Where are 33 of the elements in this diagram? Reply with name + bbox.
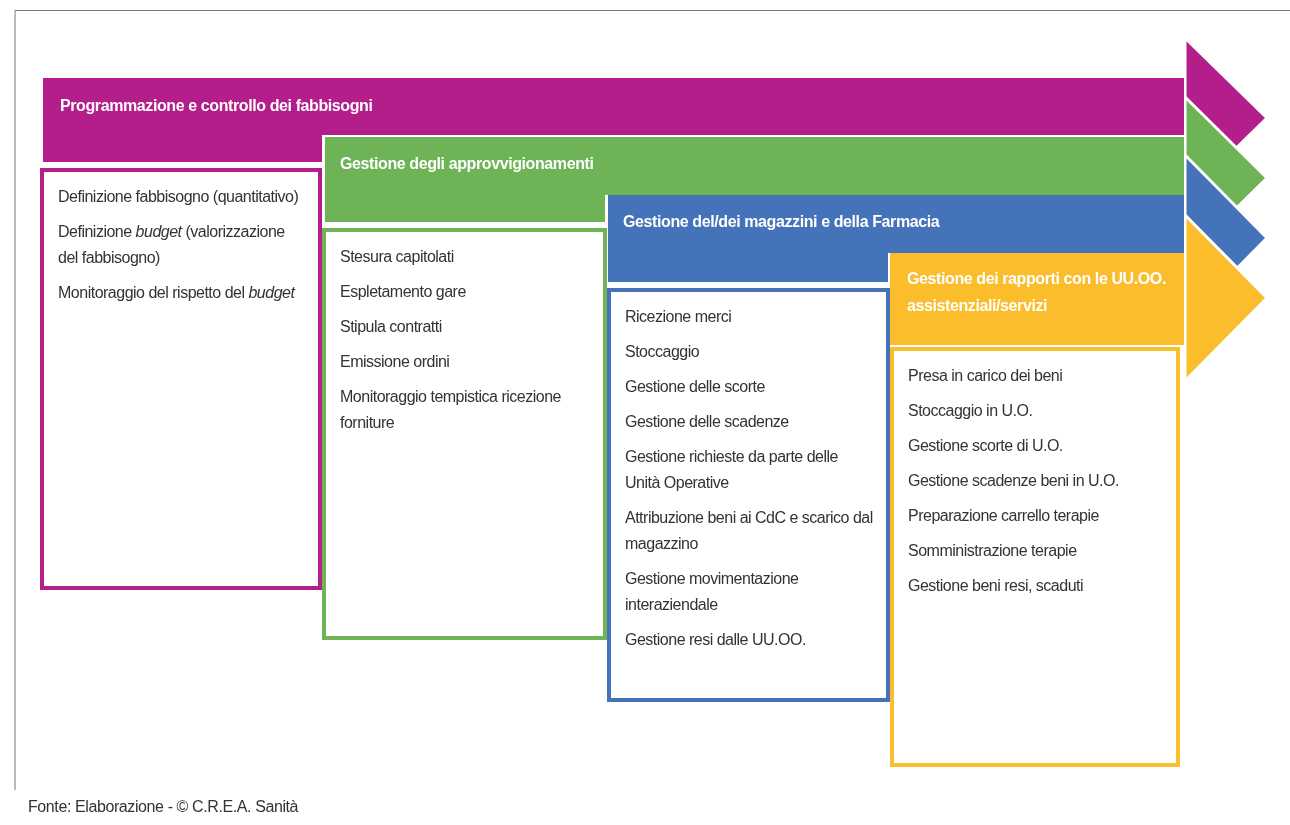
activity-panel	[607, 288, 890, 702]
activity-item: Definizione budget (valorizzazione del fabbisogno)	[58, 222, 286, 268]
activity-item: Monitoraggio tempistica ricezione forniture	[340, 387, 562, 433]
activity-panel	[890, 347, 1180, 767]
activity-item: Somministrazione terapie	[908, 541, 1078, 561]
activity-item: Gestione beni resi, scaduti	[908, 576, 1085, 596]
band-heading: Gestione degli approvvigionamenti	[340, 154, 595, 174]
band-heading: Gestione dei rapporti con le UU.OO. assistenziali/servizi	[907, 269, 1167, 316]
activity-item: Preparazione carrello terapie	[908, 506, 1100, 526]
section-band	[890, 253, 1185, 345]
activity-item: Emissione ordini	[340, 352, 451, 372]
band-heading: Programmazione e controllo dei fabbisogni	[60, 96, 374, 116]
activity-item: Stoccaggio	[625, 342, 701, 362]
activity-item: Ricezione merci	[625, 307, 733, 327]
activity-item: Gestione movimentazione interaziendale	[625, 569, 800, 615]
activity-item: Definizione fabbisogno (quantitativo)	[58, 187, 300, 207]
source-caption: Fonte: Elaborazione - © C.R.E.A. Sanità	[28, 798, 299, 816]
activity-item: Attribuzione beni ai CdC e scarico dal magazzino	[625, 508, 874, 554]
activity-item: Stesura capitolati	[340, 247, 455, 267]
activity-item: Espletamento gare	[340, 282, 467, 302]
activity-panel	[40, 168, 322, 590]
activity-item: Presa in carico dei beni	[908, 366, 1064, 386]
activity-item: Gestione richieste da parte delle Unità Operative	[625, 447, 839, 493]
activity-item: Monitoraggio del rispetto del budget	[58, 283, 297, 303]
activity-item: Gestione scorte di U.O.	[908, 436, 1064, 456]
activity-item: Stipula contratti	[340, 317, 443, 337]
activity-item: Stoccaggio in U.O.	[908, 401, 1034, 421]
activity-item: Gestione resi dalle UU.OO.	[625, 630, 807, 650]
activity-item: Gestione scadenze beni in U.O.	[908, 471, 1120, 491]
activity-item: Gestione delle scadenze	[625, 412, 790, 432]
band-heading: Gestione del/dei magazzini e della Farmacia	[623, 212, 941, 232]
activity-panel	[322, 228, 607, 640]
activity-item: Gestione delle scorte	[625, 377, 766, 397]
